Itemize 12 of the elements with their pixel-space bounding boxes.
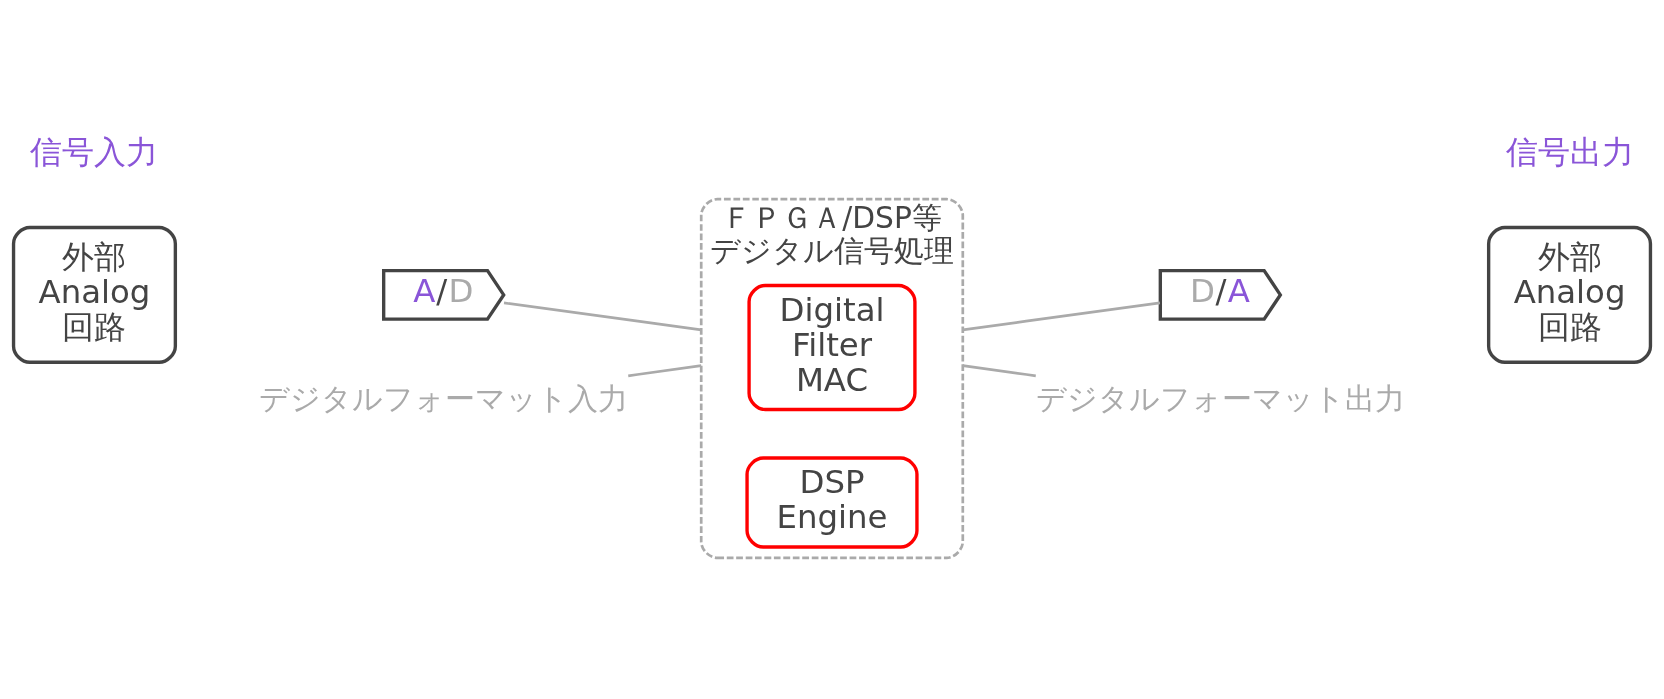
label: 信号出力	[1505, 133, 1634, 172]
connector	[962, 364, 1036, 378]
node-text: デジタルフォーマット出力	[1035, 380, 1405, 416]
label: 信号入力	[30, 133, 159, 172]
node-text: デジタルフォーマット入力	[259, 380, 629, 416]
node-box: DSP Engine	[745, 456, 919, 549]
node-box: 外部 Analog 回路	[1486, 225, 1653, 364]
node-box: Digital Filter MAC	[747, 283, 917, 412]
node-box: 外部 Analog 回路	[11, 225, 178, 364]
connector	[628, 364, 702, 378]
connector	[962, 301, 1161, 332]
connector	[503, 301, 702, 332]
